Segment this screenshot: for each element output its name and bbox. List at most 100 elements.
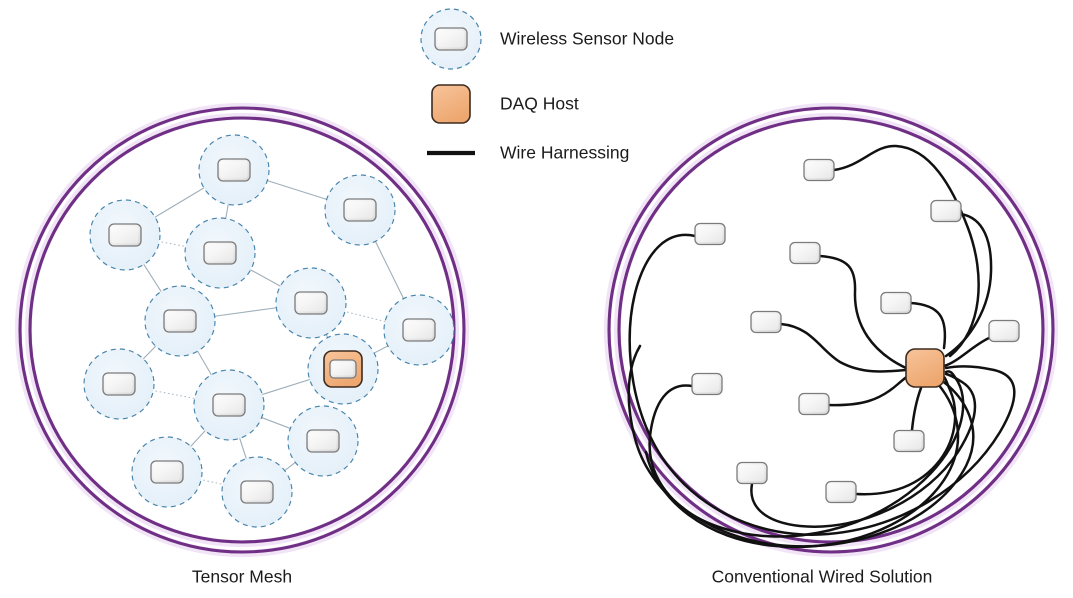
wire-harness-path: [779, 322, 908, 373]
wired-sensor-node[interactable]: [880, 291, 912, 315]
mesh-sensor-node[interactable]: [402, 318, 436, 342]
sensor-node-icon: [893, 429, 925, 453]
panel-conventional-wired-solution: Conventional Wired Solution: [603, 102, 1059, 587]
sensor-node-icon: [203, 241, 237, 265]
wired-sensor-node[interactable]: [694, 222, 726, 246]
sensor-node-icon: [212, 393, 246, 417]
mesh-sensor-node[interactable]: [343, 198, 377, 222]
sensor-node-icon: [694, 222, 726, 246]
wire-harness-path: [827, 369, 917, 407]
wire-harness-path: [854, 375, 957, 496]
sensor-node-icon: [306, 429, 340, 453]
sensor-node-icon: [240, 480, 274, 504]
mesh-link: [224, 202, 230, 221]
wired-sensor-node[interactable]: [798, 392, 830, 416]
mesh-link: [260, 378, 312, 396]
mesh-link: [142, 262, 163, 294]
wired-sensor-node[interactable]: [750, 310, 782, 334]
boundary-ring-1: [617, 116, 1045, 544]
daq-host-icon: [905, 348, 945, 388]
mesh-link: [248, 268, 283, 288]
wired-sensor-node[interactable]: [803, 158, 835, 182]
mesh-links: [141, 179, 405, 486]
sensor-node-icon: [163, 309, 197, 333]
wire-harness-path: [944, 212, 993, 358]
mesh-sensor-node[interactable]: [163, 309, 197, 333]
sensor-node-icon: [108, 223, 142, 247]
wire-harness-path: [910, 386, 923, 432]
mesh-link: [141, 344, 158, 361]
mesh-sensor-node[interactable]: [240, 480, 274, 504]
boundary-glow-0: [14, 102, 470, 558]
sensor-node-icon: [736, 461, 768, 485]
wired-sensor-node[interactable]: [893, 429, 925, 453]
mesh-sensor-node[interactable]: [102, 372, 136, 396]
wired-sensor-node[interactable]: [825, 480, 857, 504]
mesh-link: [372, 344, 390, 355]
wire-harness-path: [644, 382, 960, 549]
mesh-link: [265, 179, 329, 201]
mesh-sensor-node[interactable]: [306, 429, 340, 453]
legend-item-wire-harnessing[interactable]: Wire Harnessing: [427, 143, 629, 163]
panel-caption-conventional-wired-solution: Conventional Wired Solution: [712, 567, 933, 587]
mesh-link: [342, 310, 388, 323]
legend-sensor-swatch: [434, 27, 468, 51]
sensor-node-icon: [825, 480, 857, 504]
panel-tensor-mesh: Tensor Mesh: [14, 102, 470, 587]
sensor-node-icon: [750, 310, 782, 334]
sensor-node-icon: [880, 291, 912, 315]
wire-harness-bundle: [627, 144, 1016, 549]
boundary-glow-0: [603, 102, 1059, 558]
mesh-link: [374, 239, 405, 301]
wire-harness-path: [750, 372, 977, 528]
wired-daq-host-hub[interactable]: [905, 348, 945, 388]
mesh-link: [151, 389, 197, 400]
boundary-ring-0: [18, 106, 466, 554]
sensor-node-icon: [102, 372, 136, 396]
legend-item-daq-host[interactable]: DAQ Host: [431, 84, 579, 124]
boundary-glow-1: [24, 112, 460, 548]
wire-harness-path: [832, 144, 980, 358]
mesh-sensor-node[interactable]: [150, 460, 184, 484]
mesh-link: [212, 306, 279, 318]
sensor-node-icon: [217, 158, 251, 182]
wired-sensor-node[interactable]: [988, 319, 1020, 343]
sensor-node-icon: [329, 359, 357, 379]
wired-sensor-node[interactable]: [789, 241, 821, 265]
sensor-node-icon: [798, 392, 830, 416]
legend-label-daq-host: DAQ Host: [500, 94, 579, 114]
sensor-node-icon: [803, 158, 835, 182]
mesh-sensor-node[interactable]: [294, 291, 328, 315]
mesh-sensor-node[interactable]: [203, 241, 237, 265]
sensor-node-icon: [294, 291, 328, 315]
mesh-sensor-node[interactable]: [212, 393, 246, 417]
wired-sensor-node[interactable]: [691, 372, 723, 396]
sensor-node-icon: [343, 198, 377, 222]
sensor-node-icon: [402, 318, 436, 342]
boundary-ring-0: [607, 106, 1055, 554]
legend-daq-swatch: [431, 84, 471, 124]
mesh-nodes: [102, 158, 436, 504]
wire-harness-path: [942, 336, 991, 368]
mesh-link: [238, 436, 248, 461]
wired-sensor-node[interactable]: [930, 199, 962, 223]
enclosure-boundary-conventional-wired-solution: [603, 102, 1059, 558]
mesh-sensor-node[interactable]: [217, 158, 251, 182]
sensor-node-icon: [691, 372, 723, 396]
sensor-node-icon: [150, 460, 184, 484]
wire-harness-path: [648, 370, 965, 538]
wire-harness-path: [818, 254, 908, 370]
mesh-link: [259, 416, 293, 430]
mesh-link: [157, 240, 188, 248]
mesh-link: [153, 186, 206, 219]
mesh-daq-host-node[interactable]: [323, 350, 363, 388]
wired-sensor-node[interactable]: [736, 461, 768, 485]
mesh-sensor-node[interactable]: [108, 223, 142, 247]
legend-item-wireless-sensor-node[interactable]: Wireless Sensor Node: [420, 8, 674, 70]
legend-label-wireless-sensor-node: Wireless Sensor Node: [500, 29, 674, 49]
legend-label-wire-harnessing: Wire Harnessing: [500, 143, 629, 163]
